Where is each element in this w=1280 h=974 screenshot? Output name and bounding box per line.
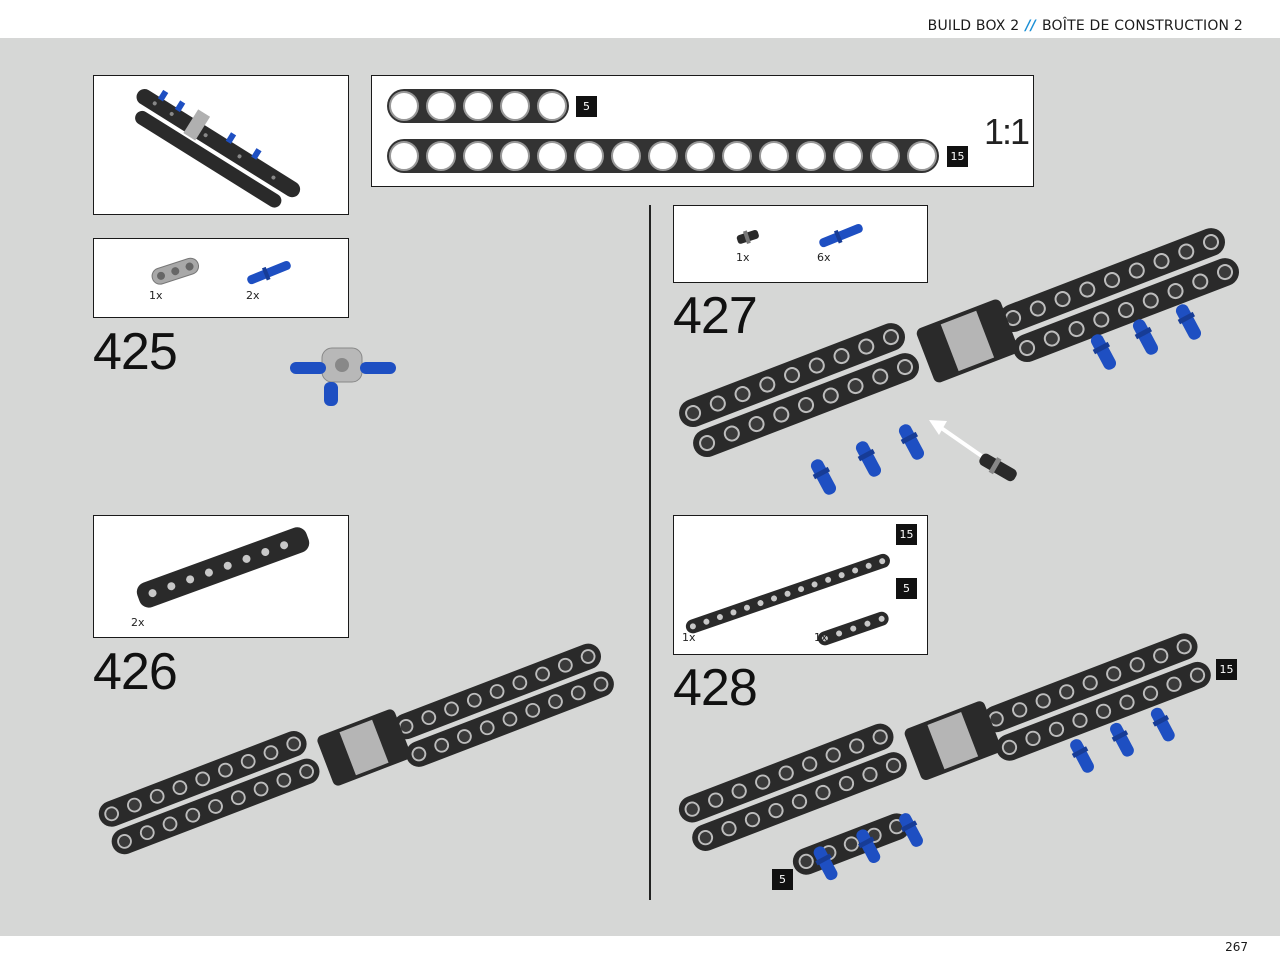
step-427-parts-illustration — [736, 223, 863, 248]
step-425-assembly-illustration — [290, 347, 396, 406]
step-425-part-2-qty: 2x — [246, 289, 260, 302]
ruler-hole — [389, 91, 419, 121]
step-425-parts-illustration — [151, 257, 291, 285]
step-427-parts-box: 1x 6x — [673, 205, 928, 283]
step-428-callout-tag-5: 5 — [772, 869, 793, 890]
ruler-hole — [870, 141, 900, 171]
center-connector — [916, 299, 1019, 383]
ruler-hole — [463, 141, 493, 171]
center-connector — [317, 709, 411, 786]
page-header: BUILD BOX 2 // BOÎTE DE CONSTRUCTION 2 — [0, 0, 1280, 38]
step-428-part-2-tag: 5 — [896, 578, 917, 599]
header-title-en: BUILD BOX 2 — [927, 18, 1020, 34]
insert-arrow — [929, 420, 985, 459]
step-428-part-1-tag: 15 — [896, 524, 917, 545]
page-number: 267 — [1225, 940, 1248, 954]
ruler-hole — [574, 141, 604, 171]
blue-axle-pin — [856, 829, 881, 863]
blue-axle-pin — [813, 846, 838, 881]
center-connector — [904, 701, 1001, 781]
ruler-tag-5: 5 — [576, 96, 597, 117]
ruler-hole — [833, 141, 863, 171]
scale-ruler-illustration — [387, 89, 939, 173]
ruler-hole — [500, 141, 530, 171]
page-footer: 267 — [0, 936, 1280, 974]
step-426-part-1-qty: 2x — [131, 616, 145, 629]
header-title-fr: BOÎTE DE CONSTRUCTION 2 — [1041, 18, 1243, 34]
step-428-part-1-qty: 1x — [682, 631, 696, 644]
ruler-hole — [685, 141, 715, 171]
blue-axle-pin — [1175, 304, 1202, 340]
blue-axle-pin — [899, 813, 923, 847]
blue-axle-pin — [1070, 739, 1094, 773]
step-425-part-1-qty: 1x — [149, 289, 163, 302]
column-divider — [649, 205, 651, 900]
step-427-number: 427 — [673, 287, 758, 345]
ruler-hole — [537, 141, 567, 171]
step-426-parts-box: 2x — [93, 515, 349, 638]
step-427-part-1-qty: 1x — [736, 251, 750, 264]
step-428-assembly-illustration — [678, 633, 1211, 881]
chassis-beam — [1013, 258, 1240, 363]
chassis-beam — [693, 353, 920, 458]
ruler-hole — [796, 141, 826, 171]
ruler-hole — [426, 91, 456, 121]
step-428-parts-illustration — [685, 553, 890, 646]
short-beam — [792, 813, 910, 875]
ruler-hole — [907, 141, 937, 171]
chassis-beam — [679, 323, 906, 428]
header-separator: // — [1025, 18, 1036, 34]
blue-axle-pin — [810, 459, 837, 495]
blue-axle-pin — [1150, 707, 1175, 742]
chassis-beam — [678, 723, 894, 823]
step-426-number: 426 — [93, 643, 178, 701]
ruler-hole — [611, 141, 641, 171]
ruler-beam-15 — [387, 139, 939, 173]
subassembly-preview-illustration — [135, 89, 301, 208]
chassis-beam — [692, 752, 907, 851]
ruler-hole — [500, 91, 530, 121]
ruler-hole — [759, 141, 789, 171]
ruler-hole — [426, 141, 456, 171]
chassis-beam — [111, 758, 320, 855]
step-428-callout-tag-15: 15 — [1216, 659, 1237, 680]
blue-axle-pin — [1132, 319, 1159, 355]
step-427-part-2-qty: 6x — [817, 251, 831, 264]
step-426-assembly-illustration — [98, 643, 614, 855]
chassis-beam — [98, 731, 307, 827]
chassis-beam — [393, 643, 602, 740]
step-428-number: 428 — [673, 659, 758, 717]
black-connector-pin — [979, 453, 1017, 482]
scale-ruler-box: 5 15 1:1 — [371, 75, 1034, 187]
step-425-number: 425 — [93, 323, 178, 381]
ruler-hole — [648, 141, 678, 171]
step-428-part-2-qty: 1x — [814, 631, 828, 644]
ruler-tag-15: 15 — [947, 146, 968, 167]
ruler-hole — [463, 91, 493, 121]
step-428-parts-box: 15 5 1x 1x — [673, 515, 928, 655]
scale-label: 1:1 — [984, 111, 1030, 152]
header-title: BUILD BOX 2 // BOÎTE DE CONSTRUCTION 2 — [928, 18, 1243, 34]
chassis-beam — [406, 671, 614, 767]
step-427-assembly-illustration — [679, 228, 1240, 495]
ruler-hole — [537, 91, 567, 121]
blue-axle-pin — [898, 424, 925, 460]
step-425-parts-box: 1x 2x — [93, 238, 349, 318]
ruler-hole — [389, 141, 419, 171]
step-426-parts-illustration — [136, 527, 310, 608]
blue-axle-pin — [855, 441, 882, 477]
chassis-beam — [996, 661, 1211, 761]
ruler-hole — [722, 141, 752, 171]
subassembly-preview-box — [93, 75, 349, 215]
chassis-beam — [982, 633, 1198, 733]
chassis-beam — [999, 228, 1226, 333]
blue-axle-pin — [1090, 334, 1117, 370]
blue-axle-pin — [1110, 722, 1134, 757]
ruler-beam-5 — [387, 89, 569, 123]
